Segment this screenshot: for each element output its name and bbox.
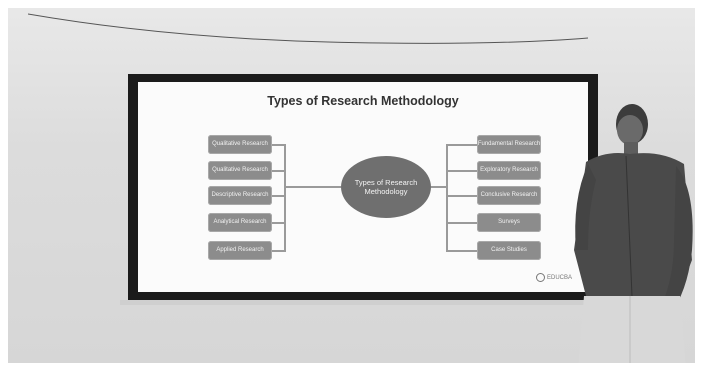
center-ellipse: Types of Research Methodology [341, 156, 431, 218]
slide-title: Types of Research Methodology [267, 94, 459, 108]
right-branch-line [447, 195, 477, 197]
left-box-3: Descriptive Research [208, 186, 272, 205]
presenter-person [574, 104, 693, 371]
right-box-3: Conclusive Research [477, 186, 541, 205]
logo-text: EDUCBA [546, 275, 572, 282]
right-box-5: Case Studies [477, 241, 541, 260]
right-connector-line [431, 186, 447, 188]
right-vertical-line [446, 144, 448, 252]
left-branch-line [271, 195, 285, 197]
left-vertical-line [284, 144, 286, 252]
slide: Types of Research Methodology Qualitativ… [138, 82, 588, 292]
right-branch-line [447, 250, 477, 252]
right-box-2: Exploratory Research [477, 161, 541, 180]
left-box-4: Analytical Research [208, 213, 272, 232]
right-branch-line [447, 144, 477, 146]
left-box-2: Qualitative Research [208, 161, 272, 180]
right-branch-line [447, 170, 477, 172]
left-branch-line [271, 250, 285, 252]
screen-bottom-bar [120, 300, 602, 305]
right-box-1: Fundamental Research [477, 135, 541, 154]
left-branch-line [271, 170, 285, 172]
projection-screen: Types of Research Methodology Qualitativ… [128, 74, 598, 301]
logo-icon [535, 273, 545, 282]
ceiling-wire [28, 13, 588, 44]
left-branch-line [271, 222, 285, 224]
slide-logo: EDUCBA [535, 273, 572, 282]
right-box-4: Surveys [477, 213, 541, 232]
left-branch-line [271, 144, 285, 146]
left-box-5: Applied Research [208, 241, 272, 260]
right-branch-line [447, 222, 477, 224]
left-connector-line [284, 186, 341, 188]
left-box-1: Qualitative Research [208, 135, 272, 154]
